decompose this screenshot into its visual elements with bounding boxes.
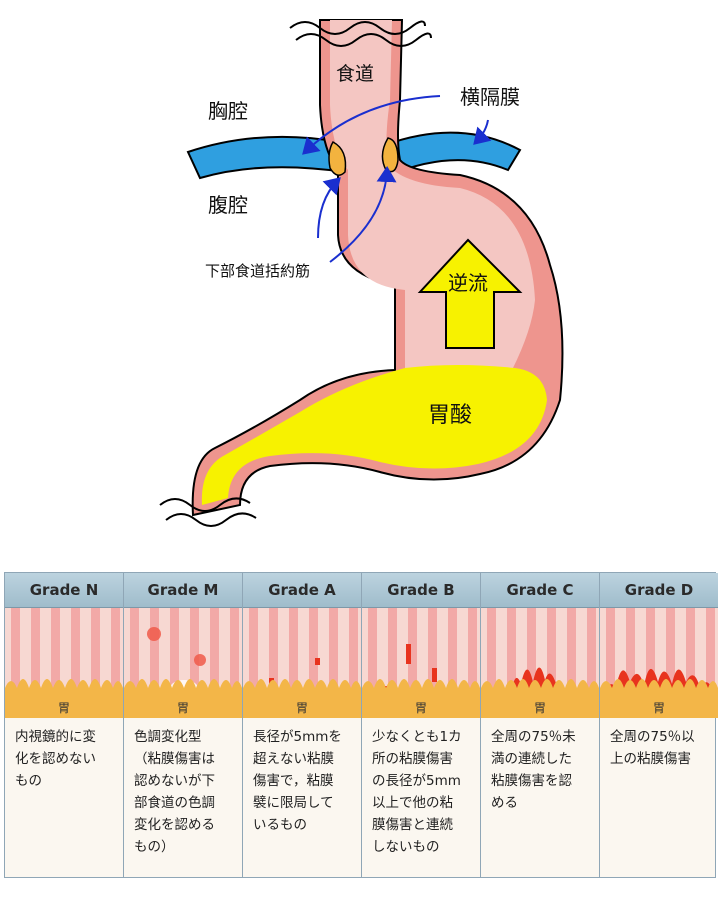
- mucosal-fold: [626, 608, 635, 718]
- mucosal-fold: [349, 608, 358, 718]
- grade-header: Grade C: [481, 573, 599, 608]
- gastric-acid: [201, 365, 547, 505]
- mucosal-fold: [507, 608, 516, 718]
- grade-description: 全周の75％以 上の粘膜傷害: [610, 729, 695, 767]
- stomach-label: 胃: [534, 701, 546, 715]
- mucosal-fold: [368, 608, 377, 718]
- label-pointer-arrows: [302, 95, 492, 263]
- mucosal-fold: [249, 608, 258, 718]
- mucosal-fold: [309, 608, 318, 718]
- mucosal-fold: [666, 608, 675, 718]
- grade-column-d: Grade D 胃 全周の75％以 上の粘膜傷害: [600, 573, 718, 877]
- mucosal-fold: [190, 608, 199, 718]
- grade-description: 長径が5mmを 超えない粘膜 傷害で，粘膜 襞に限局して いるもの: [253, 729, 342, 833]
- grade-header: Grade M: [124, 573, 242, 608]
- grade-column-a: Grade A 胃 長径が5mmを 超えない粘膜 傷害で，粘膜 襞に限局して い…: [243, 573, 362, 877]
- mucosal-fold: [91, 608, 100, 718]
- mucosal-fold: [428, 608, 437, 718]
- stomach-base: [124, 679, 242, 718]
- mucosal-fold: [11, 608, 20, 718]
- stomach-label: 胃: [653, 701, 665, 715]
- mucosal-fold: [448, 608, 457, 718]
- mucosal-fold: [170, 608, 179, 718]
- stomach-base: [5, 679, 123, 718]
- stomach-base: [481, 679, 599, 718]
- mucosal-fold: [547, 608, 556, 718]
- mucosal-fold: [150, 608, 159, 718]
- grade-header: Grade D: [600, 573, 718, 608]
- grade-column-b: Grade B 胃 少なくとも1カ 所の粘膜傷害 の長径が5mm 以上で他の粘 …: [362, 573, 481, 877]
- label-reflux: 逆流: [448, 271, 488, 295]
- anatomy-diagram: 食道 胸腔 横隔膜 腹腔 下部食道括約筋 逆流 胃酸: [159, 19, 564, 527]
- mucosal-break: [315, 658, 320, 665]
- label-esophagus: 食道: [336, 63, 374, 85]
- grade-header: Grade A: [243, 573, 361, 608]
- color-change-spot: [194, 654, 206, 666]
- color-change-spot: [147, 627, 161, 641]
- mucosal-fold: [71, 608, 80, 718]
- grade-description: 色調変化型 （粘膜傷害は 認めないが下 部食道の色調 変化を認める もの）: [134, 729, 215, 855]
- grade-illustration: 胃: [124, 608, 242, 718]
- reflux-arrow-icon: [417, 238, 523, 349]
- stomach-label: 胃: [177, 701, 189, 715]
- grade-description: 全周の75％未 満の連続した 粘膜傷害を認 める: [491, 729, 576, 811]
- mucosal-fold: [468, 608, 477, 718]
- mucosal-fold: [527, 608, 536, 718]
- mucosal-fold: [230, 608, 239, 718]
- stomach-base: [243, 679, 361, 718]
- label-abdominal-cavity: 腹腔: [208, 193, 248, 217]
- mucosal-fold: [51, 608, 60, 718]
- mucosal-break: [432, 668, 437, 682]
- grade-illustration: 胃: [5, 608, 123, 718]
- grade-column-n: Grade N 胃 内視鏡的に変 化を認めない もの: [5, 573, 124, 877]
- grade-column-c: Grade C 胃 全周の75％未 満の連続した 粘膜傷害を認 める: [481, 573, 600, 877]
- grade-illustration: 胃: [600, 608, 718, 718]
- mucosal-fold: [706, 608, 715, 718]
- mucosal-break: [406, 644, 411, 664]
- grade-header: Grade B: [362, 573, 480, 608]
- stomach-base: [600, 679, 718, 718]
- mucosal-fold: [388, 608, 397, 718]
- grade-column-m: Grade M 胃 色調変化型 （粘膜傷害は 認めないが下 部食道の色調 変化を…: [124, 573, 243, 877]
- stomach-label: 胃: [58, 701, 70, 715]
- mucosal-fold: [289, 608, 298, 718]
- mucosal-fold: [130, 608, 139, 718]
- la-classification-table: Grade N 胃 内視鏡的に変 化を認めない もの Grade M 胃 色調変…: [4, 572, 718, 878]
- mucosal-fold: [646, 608, 655, 718]
- mucosal-fold: [269, 608, 278, 718]
- label-gastric-acid: 胃酸: [428, 403, 472, 428]
- mucosal-fold: [606, 608, 615, 718]
- mucosal-fold: [210, 608, 219, 718]
- label-les: 下部食道括約筋: [205, 262, 310, 280]
- mucosal-fold: [686, 608, 695, 718]
- grade-description: 内視鏡的に変 化を認めない もの: [15, 729, 96, 789]
- stomach-base: [362, 679, 480, 718]
- label-diaphragm: 横隔膜: [460, 85, 520, 109]
- grade-illustration: 胃: [243, 608, 361, 718]
- grade-header: Grade N: [5, 573, 123, 608]
- mucosal-fold: [587, 608, 596, 718]
- mucosal-fold: [111, 608, 120, 718]
- mucosal-fold: [31, 608, 40, 718]
- mucosal-fold: [487, 608, 496, 718]
- grade-description: 少なくとも1カ 所の粘膜傷害 の長径が5mm 以上で他の粘 膜傷害と連続 しない…: [372, 729, 462, 855]
- grade-illustration: 胃: [362, 608, 480, 718]
- mucosal-fold: [329, 608, 338, 718]
- grade-illustration: 胃: [481, 608, 599, 718]
- label-thoracic-cavity: 胸腔: [208, 99, 248, 123]
- stomach-label: 胃: [296, 701, 308, 715]
- stomach-label: 胃: [415, 701, 427, 715]
- mucosal-fold: [408, 608, 417, 718]
- mucosal-fold: [567, 608, 576, 718]
